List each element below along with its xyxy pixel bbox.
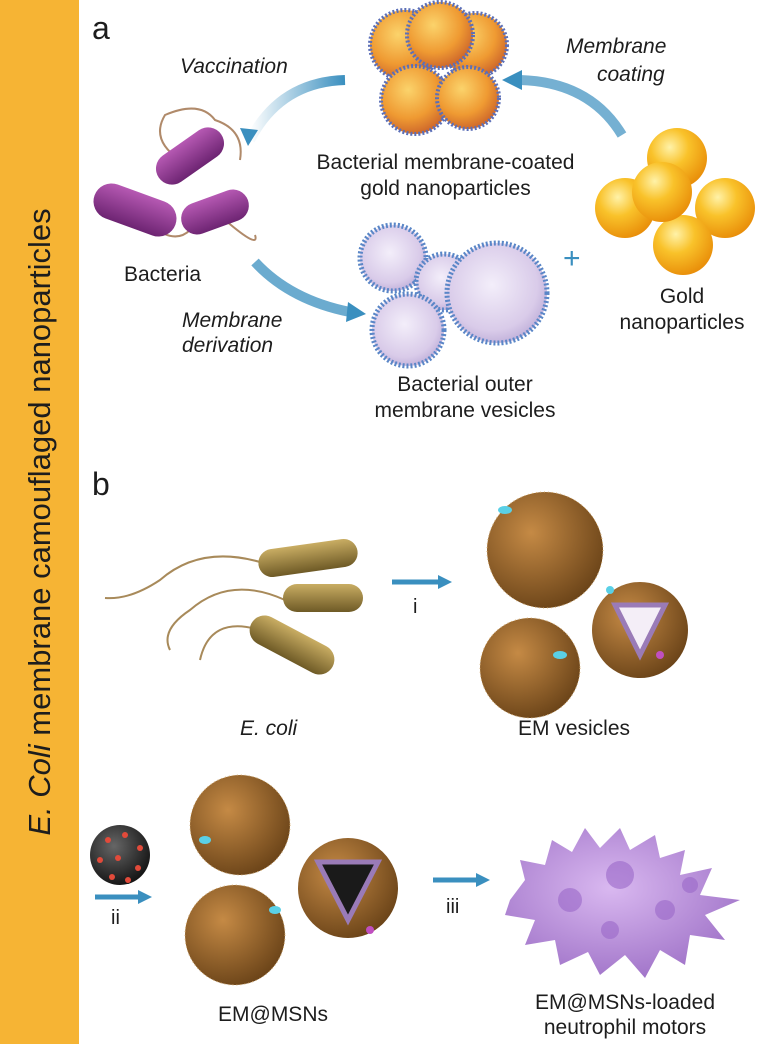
plus-sign: +	[563, 242, 581, 275]
panel-b-letter: b	[92, 466, 110, 502]
outer-membrane-vesicles	[357, 222, 550, 369]
bacteria-label: Bacteria	[124, 263, 202, 286]
neutrophil-motor	[505, 828, 740, 978]
step-i-label: i	[413, 596, 418, 618]
em-msns	[184, 774, 398, 986]
gold-label-1: Gold	[659, 285, 705, 308]
motors-label-1: EM@MSNs-loaded	[534, 991, 716, 1014]
vesicles-label-1: Bacterial outer	[397, 373, 533, 396]
membrane-coating-label-2: coating	[597, 63, 665, 86]
coated-np-label-2: gold nanoparticles	[360, 177, 531, 200]
vaccination-arrow	[240, 75, 346, 146]
msn-particle	[90, 825, 150, 885]
em-vesicles	[479, 491, 688, 719]
vaccination-label: Vaccination	[180, 55, 288, 78]
em-vesicles-label: EM vesicles	[518, 717, 631, 740]
membrane-derivation-label-2: derivation	[182, 334, 274, 357]
coated-gold-nanoparticles	[368, 0, 509, 136]
step-iii-arrow	[433, 873, 490, 887]
step-ii-arrow	[95, 890, 152, 904]
em-msns-label: EM@MSNs	[218, 1003, 328, 1026]
bacteria-illustration	[93, 107, 257, 241]
gold-nanoparticles	[595, 128, 755, 275]
membrane-coating-label-1: Membrane	[566, 35, 667, 58]
membrane-coating-arrow	[502, 70, 627, 138]
step-ii-label: ii	[111, 907, 120, 929]
ecoli-illustration	[104, 538, 363, 675]
panel-a-letter: a	[92, 10, 110, 46]
membrane-derivation-arrow	[251, 258, 366, 322]
gold-label-2: nanoparticles	[619, 311, 745, 334]
ecoli-label: E. coli	[240, 717, 298, 740]
sidebar-band: E. Coli membrane camouflaged nanoparticl…	[0, 0, 79, 1044]
membrane-derivation-label-1: Membrane	[182, 309, 283, 332]
motors-label-2: neutrophil motors	[543, 1016, 707, 1039]
step-i-arrow	[392, 575, 452, 589]
vesicles-label-2: membrane vesicles	[374, 399, 556, 422]
coated-np-label-1: Bacterial membrane-coated	[316, 151, 575, 174]
step-iii-label: iii	[446, 896, 460, 918]
